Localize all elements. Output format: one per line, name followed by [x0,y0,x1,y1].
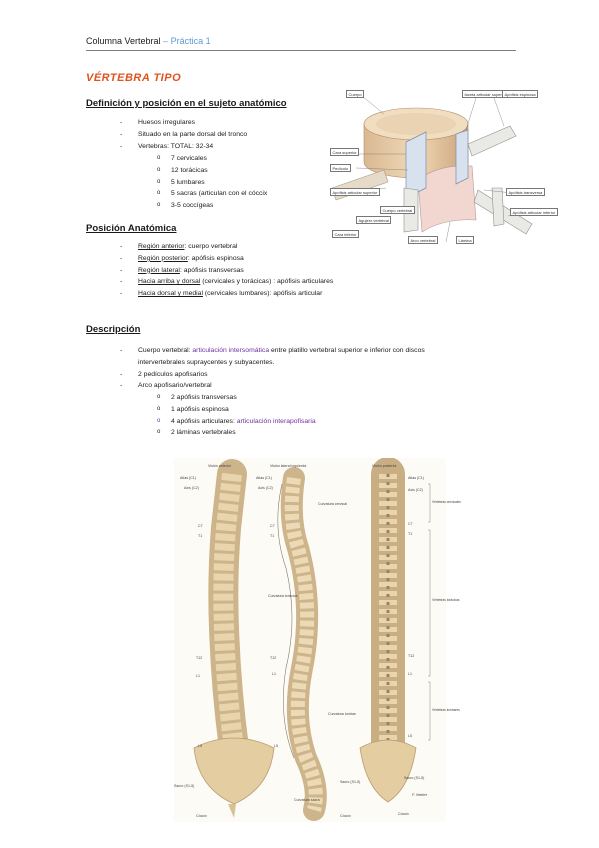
document-title: VÉRTEBRA TIPO [86,72,182,84]
header-title: Columna Vertebral [86,36,161,46]
label-t12-posterior: T12 [408,654,415,658]
netter-signature: F. Netter [412,792,428,797]
section-heading-description: Descripción [86,324,141,335]
label-vert-toracicas: Vértebras torácicas [432,598,460,602]
label-apofisis-transversa: Apófisis transversa [506,188,545,196]
label-coccix-lateral: Cóccix [340,814,351,818]
list-item: -Cuerpo vertebral: articulación intersom… [120,347,425,354]
posterior-column [359,457,417,803]
label-l5-lateral: L5 [274,744,278,748]
list-item: -Región anterior: cuerpo vertebral [120,243,238,250]
label-arco-vertebral: Arco vertebral [408,236,438,244]
list-item: -Situado en la parte dorsal del tronco [120,130,248,138]
view-lateral-label: Visión lateral izquierda [270,464,307,468]
list-item: -Huesos irregulares [120,119,196,126]
label-apofisis-articular-superior: Apófisis articular superior [330,188,380,196]
label-cara-superior: Cara superior [330,148,360,156]
label-axis-lateral: Axis (C2) [258,486,273,490]
label-sacro-lateral: Sacro (S1-5) [340,780,361,784]
header-rule [86,50,516,51]
list-item: -Arco apofisario/vertebral [120,382,212,390]
section-heading-anatomic-position: Posición Anatómica [86,223,177,234]
label-atlas-lateral: Atlas (C1) [256,476,272,480]
header-separator: – [160,36,171,46]
label-sacro-posterior: Sacro (S1-5) [404,776,425,780]
list-item: -Hacia dorsal y medial (cervicales lumba… [120,290,323,298]
label-vert-lumbares: Vértebras lumbares [432,708,460,712]
anatomic-position-list: -Región anterior: cuerpo vertebral -Regi… [120,241,420,300]
label-l1-posterior: L1 [408,672,412,676]
label-apofisis-espinosa: Apófisis espinosa [502,90,539,98]
label-atlas-anterior: Atlas (C1) [180,476,196,480]
label-vert-cervicales: Vértebras cervicales [432,500,461,504]
spine-drawing [193,457,431,821]
label-coccix-posterior: Cóccix [398,812,409,816]
page-header: Columna Vertebral – Práctica 1 [86,36,211,46]
label-cuerpo-vertebral: Cuerpo vertebral [380,206,415,214]
label-lamina: Lámina [456,236,475,244]
list-item: -Vertebras: TOTAL: 32-34 [120,142,214,150]
spine-figure: Visión anterior Visión lateral izquierda… [174,457,461,822]
label-curv-cervical: Curvatura cervical [318,502,347,506]
label-atlas-posterior: Atlas (C1) [408,476,424,480]
section-heading-definition: Definición y posición en el sujeto anató… [86,98,287,109]
list-item: -Región lateral: apófisis transversas [120,266,244,274]
label-coccix-anterior: Cóccix [196,814,207,818]
label-pediculo: Pedículo [330,164,351,172]
list-item: -Región posterior: apófisis espinosa [120,254,244,262]
view-posterior-label: Visión posterior [372,464,397,468]
label-t1-posterior: T1 [408,532,413,536]
label-axis-anterior: Axis (C2) [184,486,199,490]
label-l5-posterior: L5 [408,734,412,738]
label-agujero-vertebral: Agujero vertebral [356,216,392,224]
list-item: -Hacia arriba y dorsal (cervicales y tor… [120,278,334,286]
label-t12-lateral: T12 [270,656,277,660]
label-t1-anterior: T1 [198,534,203,538]
label-axis-posterior: Axis (C2) [408,488,423,492]
header-subtitle: Práctica 1 [170,36,211,46]
label-l1-anterior: L1 [196,674,200,678]
list-item: intervertebrales supraycentes y subyacen… [138,358,275,366]
vertebra-figure: Cuerpo faceta articular superior Apófisi… [326,84,558,246]
list-item: -2 pedículos apofisarios [120,370,208,378]
label-t12-anterior: T12 [196,656,203,660]
label-c7-posterior: C7 [408,522,413,526]
anterior-column [193,459,275,818]
description-list: -Cuerpo vertebral: articulación intersom… [120,345,520,392]
label-cara-inferior: Cara inferior [332,230,360,238]
label-curv-lumbar: Curvatura lumbar [328,712,356,716]
definition-list: -Huesos irregulares -Situado en la parte… [120,117,320,152]
label-l1-lateral: L1 [272,672,276,676]
label-apofisis-articular-inferior: Apófisis articular inferior [510,208,558,216]
label-curv-toracica: Curvatura torácica [268,594,298,598]
label-sacro-anterior: Sacro (S1-5) [174,784,195,788]
label-l5-anterior: L5 [198,744,202,748]
view-anterior-label: Visión anterior [208,464,231,468]
label-cuerpo: Cuerpo [346,90,365,98]
label-c7-anterior: C7 [198,524,203,528]
lateral-column [277,467,327,821]
label-curv-sacra: Curvatura sacra [294,798,320,802]
vertebra-drawing [331,95,533,243]
label-t1-lateral: T1 [270,534,275,538]
label-c7-lateral: C7 [270,524,275,528]
